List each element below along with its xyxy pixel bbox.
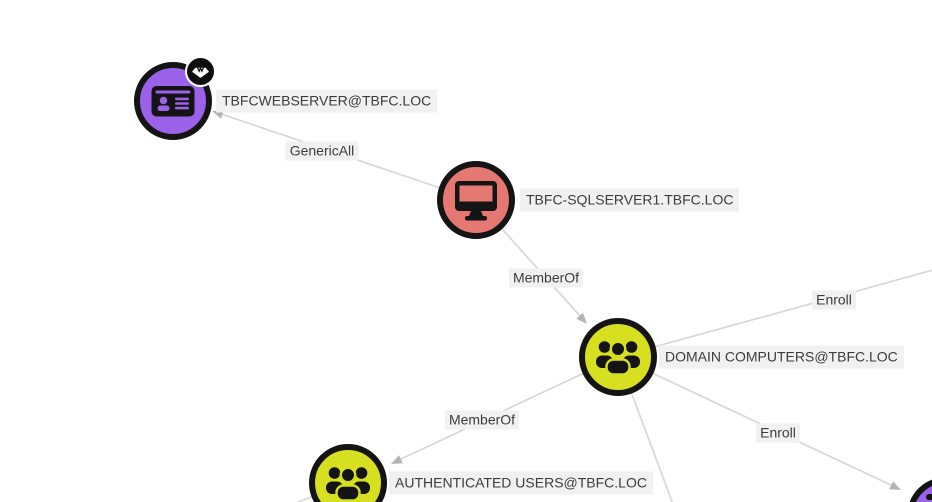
edge-memberof-dc-auth[interactable] [398, 356, 619, 461]
arrowhead-memberof-dc-auth [391, 455, 403, 464]
gem-glyph-icon [192, 65, 209, 78]
node-authenticated-users[interactable] [309, 444, 387, 502]
users-icon [326, 466, 370, 501]
node-label-authenticated-users[interactable]: AUTHENTICATED USERS@TBFC.LOC [389, 471, 653, 495]
node-label-tbfc-sqlserver1[interactable]: TBFC-SQLSERVER1.TBFC.LOC [520, 188, 740, 212]
users-icon [596, 340, 640, 375]
desktop-icon [455, 181, 497, 221]
edge-label-memberof-sql-dc[interactable]: MemberOf [508, 268, 584, 288]
arrowhead-memberof-sql-dc [576, 312, 587, 324]
gem-glyph-badge[interactable] [185, 56, 216, 87]
edge-label-memberof-dc-auth[interactable]: MemberOf [444, 410, 520, 430]
node-domain-computers[interactable] [579, 318, 657, 396]
edge-label-enroll-offscreen[interactable]: Enroll [812, 290, 856, 310]
edge-label-enroll-corner[interactable]: Enroll [756, 423, 800, 443]
arrowhead-enroll-corner [889, 481, 901, 490]
id-card-icon [151, 86, 195, 117]
lines-icon [926, 494, 932, 500]
node-label-tbfcwebserver[interactable]: TBFCWEBSERVER@TBFC.LOC [216, 89, 438, 113]
edge-enroll-corner[interactable] [617, 356, 894, 487]
node-label-domain-computers[interactable]: DOMAIN COMPUTERS@TBFC.LOC [659, 345, 904, 369]
edge-label-genericall[interactable]: GenericAll [285, 141, 359, 161]
node-tbfc-sqlserver1[interactable] [437, 161, 515, 239]
edge-enroll-offscreen[interactable] [617, 268, 932, 358]
